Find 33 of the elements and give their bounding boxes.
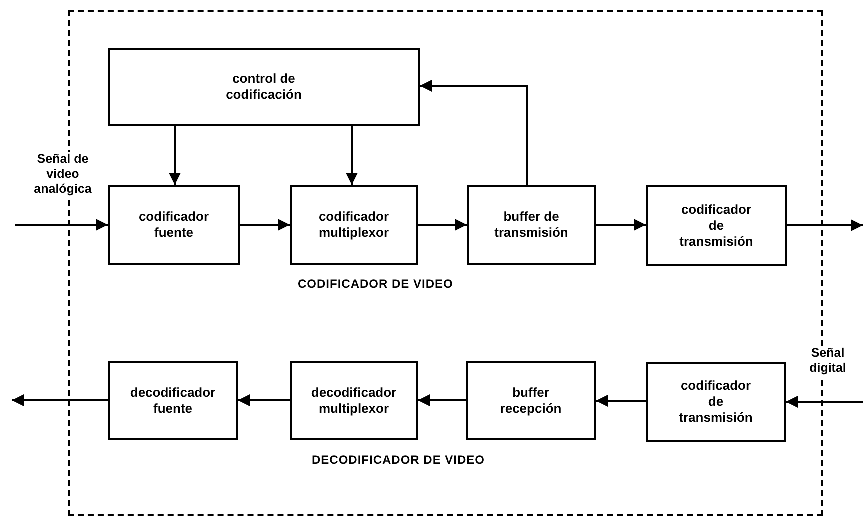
box-label: codificador de transmisión: [678, 378, 754, 426]
arrow: [596, 395, 646, 407]
process-box: [467, 185, 596, 265]
box-label: decodificador multiplexor: [310, 384, 398, 416]
arrow: [346, 126, 358, 185]
arrow: [787, 220, 863, 232]
arrow: [418, 394, 466, 406]
arrow: [15, 219, 108, 231]
box-label: decodificador fuente: [129, 384, 217, 416]
arrow: [420, 80, 528, 185]
arrow: [786, 396, 863, 408]
section-title: CODIFICADOR DE VIDEO: [298, 277, 454, 291]
box-label: codificador de transmisión: [678, 202, 754, 250]
arrow: [12, 394, 108, 406]
arrow: [418, 219, 467, 231]
process-box: [466, 361, 596, 440]
process-box: [646, 185, 787, 266]
section-title: DECODIFICADOR DE VIDEO: [312, 453, 486, 467]
box-label: codificador fuente: [138, 209, 210, 241]
arrow: [169, 126, 181, 185]
process-box: [108, 48, 420, 126]
arrow: [238, 394, 290, 406]
box-label: control de codificación: [225, 71, 303, 103]
process-box: [290, 361, 418, 440]
arrow: [240, 219, 290, 231]
process-box: [108, 361, 238, 440]
box-label: buffer de transmisión: [494, 209, 570, 241]
process-box: [290, 185, 418, 265]
process-box: [646, 362, 786, 442]
box-label: codificador multiplexor: [318, 209, 390, 241]
box-label: buffer recepción: [499, 384, 563, 416]
arrow: [596, 219, 646, 231]
process-box: [108, 185, 240, 265]
